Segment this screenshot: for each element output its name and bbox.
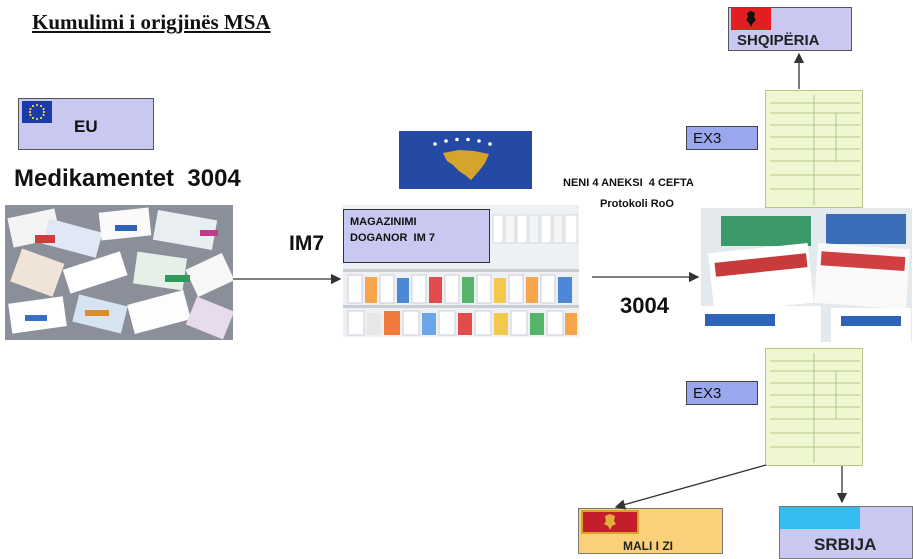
warehouse-label-line2: DOGANOR IM 7 [350, 232, 435, 244]
serbia-label: SRBIJA [814, 535, 877, 554]
serbia-flag-icon [780, 507, 860, 529]
ex3-text-bottom: EX3 [693, 385, 722, 402]
neni-line1: NENI 4 ANEKSI 4 CEFTA [563, 177, 694, 189]
eu-flag-icon [22, 101, 52, 123]
kosovo-flag-icon [399, 131, 532, 189]
montenegro-flag-icon [581, 510, 639, 534]
ex3-label-bottom: EX3 [686, 381, 758, 405]
albania-flag-icon [731, 8, 771, 30]
eu-label-box: EU [18, 98, 154, 150]
serbia-label-box: SRBIJA [779, 506, 913, 559]
arrow-to-montenegro [614, 464, 767, 510]
warehouse-photo [343, 205, 579, 337]
ex3-document-top [765, 90, 863, 208]
montenegro-label-box: MALI I ZI [578, 508, 723, 554]
albania-label-box: SHQIPËRIA [728, 7, 852, 51]
albania-label: SHQIPËRIA [737, 32, 820, 49]
ex3-document-bottom [765, 348, 863, 466]
code-3004-label: 3004 [620, 293, 669, 318]
page-title: Kumulimi i origjinës MSA [32, 10, 271, 34]
warehouse-label-box: MAGAZINIMI DOGANOR IM 7 [343, 209, 490, 263]
medicines-photo [5, 205, 233, 340]
neni-line2: Protokoli RoO [600, 198, 674, 210]
montenegro-label: MALI I ZI [623, 539, 673, 553]
product-label: Medikamentet 3004 [14, 165, 241, 192]
product-photo-right [701, 208, 912, 342]
ex3-text-top: EX3 [693, 130, 722, 147]
warehouse-label-line1: MAGAZINIMI [350, 216, 417, 228]
im7-label: IM7 [289, 232, 325, 255]
ex3-label-top: EX3 [686, 126, 758, 150]
eu-label: EU [74, 117, 98, 136]
